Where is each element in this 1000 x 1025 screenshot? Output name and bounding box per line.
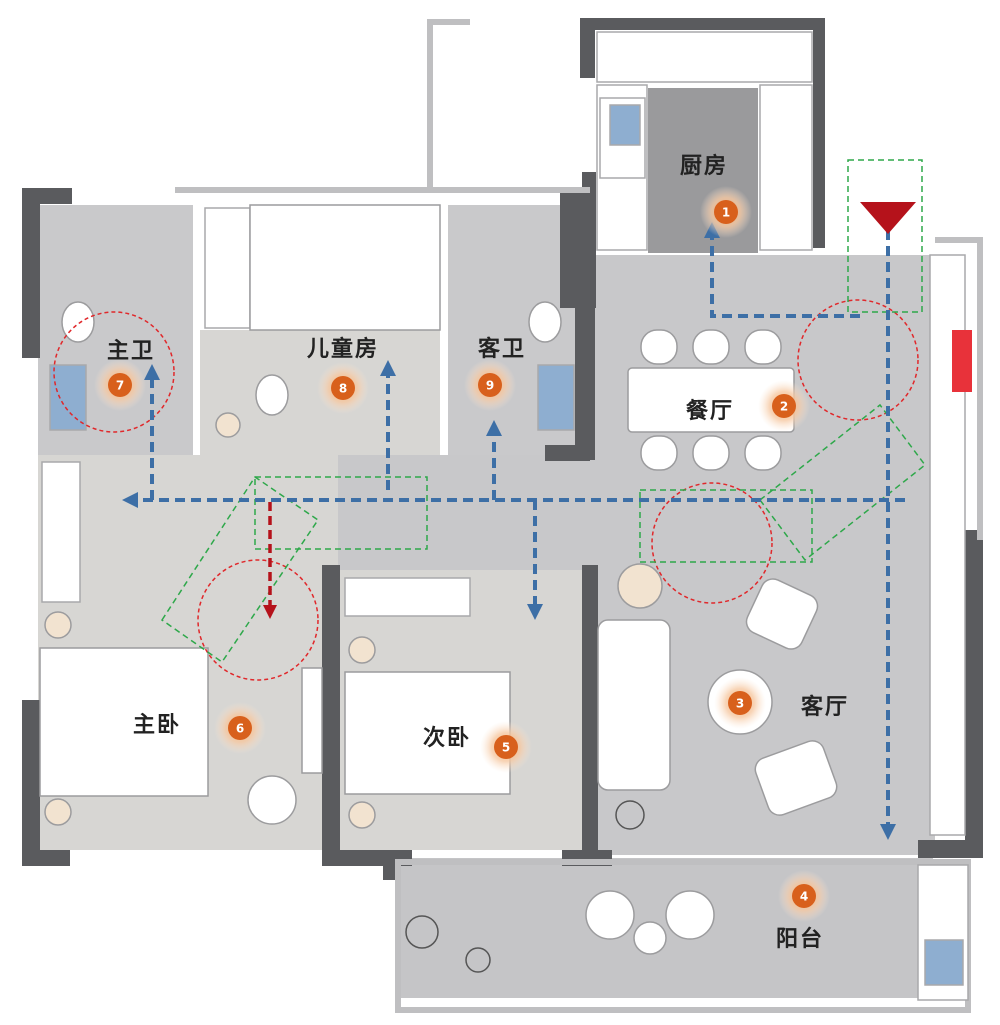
room-guest-bath: 9 客卫 <box>464 336 526 411</box>
room-label: 客厅 <box>801 694 849 720</box>
marker-number: 4 <box>800 890 808 904</box>
room-label: 儿童房 <box>306 336 379 362</box>
walls <box>22 18 983 880</box>
marker-number: 1 <box>722 206 730 220</box>
room-living: 3 客厅 <box>714 677 849 729</box>
marker-number: 5 <box>502 741 510 755</box>
room-markers: 1 厨房 2 餐厅 3 客厅 4 阳台 5 次卧 <box>94 153 849 952</box>
green-dashed-shapes <box>160 159 927 664</box>
room-kitchen: 1 厨房 <box>680 153 752 238</box>
room-label: 厨房 <box>680 153 728 179</box>
marker-number: 8 <box>339 382 347 396</box>
marker-number: 7 <box>116 379 124 393</box>
red-panel <box>952 330 972 392</box>
marker-number: 9 <box>486 379 494 393</box>
red-dashed-circles <box>53 299 919 681</box>
room-dining: 2 餐厅 <box>686 380 810 432</box>
room-label: 客卫 <box>478 336 526 362</box>
flow-arrows <box>122 222 905 840</box>
furniture <box>39 204 838 955</box>
flow-to-kitchen-arrow <box>704 222 860 318</box>
room-label: 餐厅 <box>686 399 734 424</box>
cabinets <box>41 31 969 1001</box>
room-label: 主卫 <box>107 339 155 364</box>
plants <box>405 800 645 973</box>
marker-number: 6 <box>236 722 244 736</box>
room-label: 主卧 <box>133 713 181 738</box>
room-label: 次卧 <box>423 725 471 751</box>
room-label: 阳台 <box>776 926 824 952</box>
marker-number: 3 <box>736 697 744 711</box>
room-second-bedroom: 5 次卧 <box>423 721 532 773</box>
room-kids-room: 8 儿童房 <box>306 336 379 414</box>
room-master-bath: 7 主卫 <box>94 339 155 411</box>
room-balcony: 4 阳台 <box>776 870 830 952</box>
marker-number: 2 <box>780 400 788 414</box>
room-master-bedroom: 6 主卧 <box>133 702 266 754</box>
red-triangle-entry-icon <box>860 202 916 234</box>
